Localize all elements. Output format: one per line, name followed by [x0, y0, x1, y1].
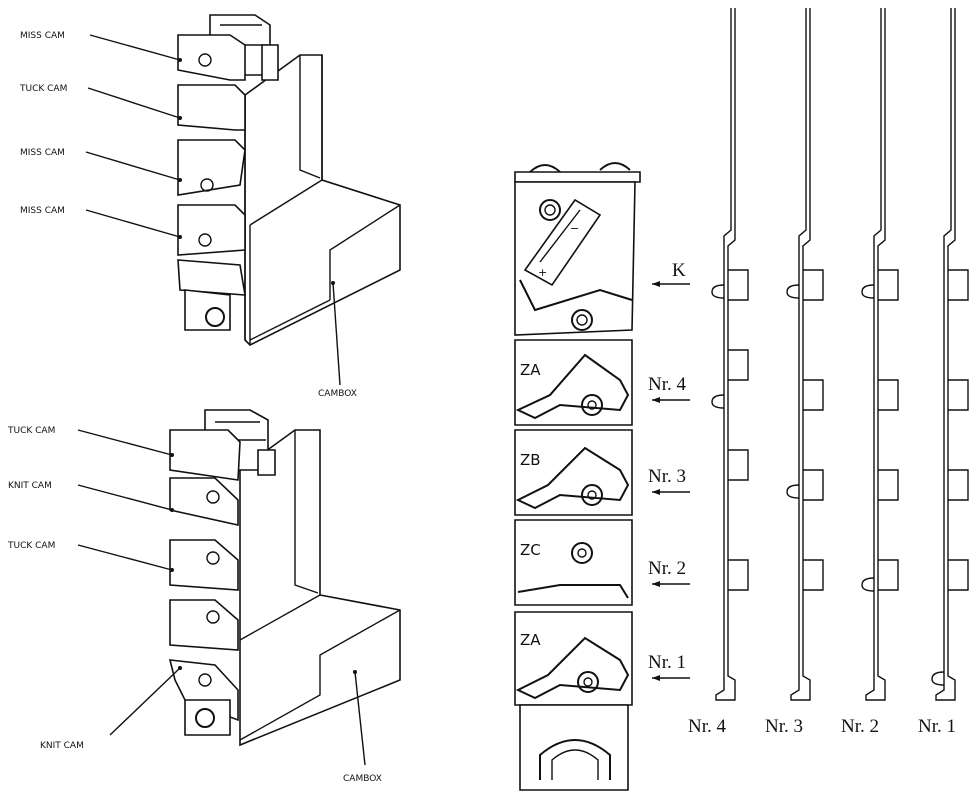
- bottom-cambox-label: CAMBOX: [343, 774, 382, 784]
- cam-assembly-drawing: + −: [514, 162, 641, 791]
- needle-nr1: [931, 8, 969, 701]
- leader-line: [77, 544, 173, 571]
- leader-line: [332, 282, 341, 386]
- leader-line: [87, 87, 181, 119]
- top-cambox-label: CAMBOX: [318, 389, 357, 399]
- arrow-label-nr2: Nr. 2: [648, 558, 686, 579]
- zone-label-2: ZB: [520, 451, 541, 469]
- svg-text:−: −: [570, 222, 579, 235]
- bottom-cambox-drawing: [168, 409, 401, 747]
- needle-label-nr1: Nr. 1: [918, 716, 956, 737]
- top-label-3: MISS CAM: [20, 148, 65, 158]
- leader-line: [77, 484, 173, 511]
- arrow-label-nr1: Nr. 1: [648, 652, 686, 673]
- arrow-label-nr3: Nr. 3: [648, 466, 686, 487]
- bottom-label-4: KNIT CAM: [40, 741, 84, 751]
- arrow-label-k: K: [672, 260, 686, 281]
- zone-label-3: ZC: [520, 541, 541, 559]
- leader-line: [109, 667, 181, 736]
- needle-nr3: [786, 8, 824, 701]
- needle-label-nr2: Nr. 2: [841, 716, 879, 737]
- leader-line: [77, 429, 173, 456]
- leader-line: [89, 34, 181, 61]
- zone-label-1: ZA: [520, 361, 541, 379]
- zone-label-4: ZA: [520, 631, 541, 649]
- bottom-label-2: KNIT CAM: [8, 481, 52, 491]
- needle-label-nr4: Nr. 4: [688, 716, 727, 737]
- top-label-1: MISS CAM: [20, 31, 65, 41]
- leader-line: [354, 671, 366, 766]
- needle-nr2: [861, 8, 899, 701]
- arrow-label-nr4: Nr. 4: [648, 374, 687, 395]
- top-label-4: MISS CAM: [20, 206, 65, 216]
- top-cambox-drawing: [177, 14, 401, 346]
- leader-line: [85, 209, 181, 238]
- needle-nr4: [711, 8, 749, 701]
- svg-text:+: +: [538, 266, 547, 279]
- leader-line: [85, 151, 181, 181]
- bottom-label-3: TUCK CAM: [7, 541, 55, 551]
- position-arrows: [652, 281, 690, 681]
- needle-label-nr3: Nr. 3: [765, 716, 803, 737]
- top-label-2: TUCK CAM: [19, 84, 67, 94]
- bottom-label-1: TUCK CAM: [7, 426, 55, 436]
